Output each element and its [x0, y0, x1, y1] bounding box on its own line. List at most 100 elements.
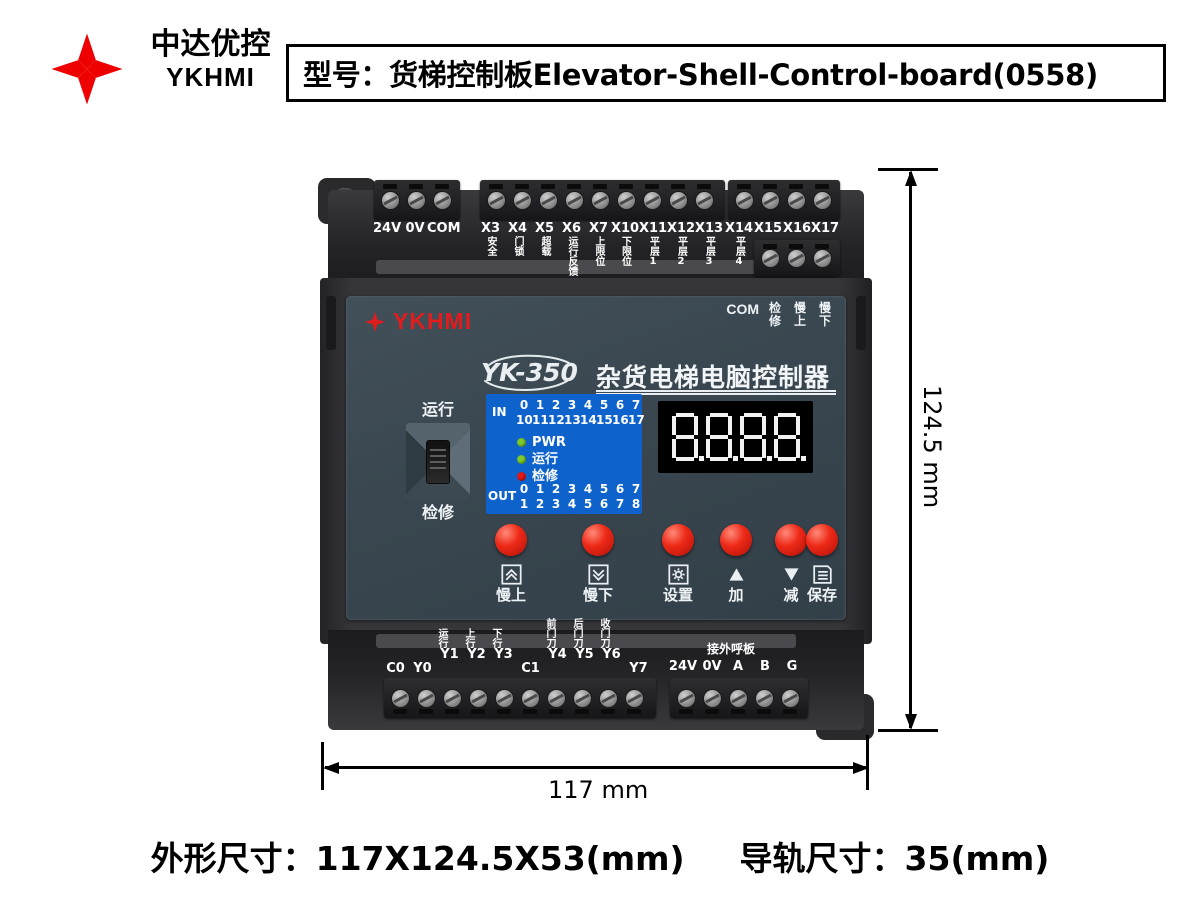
vent-slot-left — [326, 296, 336, 350]
terminal-label-y1: 运行 Y1 — [436, 628, 459, 662]
chevrons-up-boxed-icon — [490, 561, 532, 587]
increase-button-cap[interactable] — [720, 524, 752, 556]
terminal-label-x3: X3 安全 — [480, 221, 501, 257]
terminal-label-y2: 上行 Y2 — [463, 628, 486, 662]
terminal-label-x4: X4 门锁 — [507, 221, 528, 257]
terminal-label-b: B — [760, 659, 770, 674]
out-row-1-8: 1 2 3 4 5 6 7 8 — [519, 497, 641, 511]
switch-label-inspect: 检修 — [421, 503, 454, 522]
setting-button-cap[interactable] — [662, 524, 694, 556]
terminal-screw[interactable] — [783, 180, 809, 220]
terminal-screw[interactable] — [439, 678, 465, 718]
terminal-screw[interactable] — [517, 678, 543, 718]
decrease-button[interactable]: 减 — [770, 524, 812, 604]
terminal-screw[interactable] — [751, 678, 777, 718]
terminal-label-c0: C0 — [386, 661, 405, 676]
slow-up-button-cap[interactable] — [495, 524, 527, 556]
terminal-screw[interactable] — [725, 678, 751, 718]
switch-lever[interactable] — [427, 441, 449, 483]
brand-name-en: YKHMI — [166, 62, 255, 92]
out-row-0-7: 0 1 2 3 4 5 6 7 — [519, 482, 641, 496]
terminal-screw[interactable] — [777, 678, 803, 718]
terminal-screw[interactable] — [465, 678, 491, 718]
terminal-label-x10: X10 下限位 — [610, 221, 640, 267]
terminal-label-com: COM — [427, 221, 461, 236]
terminal-screw[interactable] — [595, 678, 621, 718]
slow-up-button-label: 慢上 — [495, 586, 526, 604]
terminal-block-relay-com[interactable] — [754, 240, 840, 276]
terminal-note-external-call-board: 接外呼板 — [706, 642, 755, 656]
in-row-10-17: 10 11 12 13 14 15 16 17 — [516, 413, 645, 427]
terminal-screw[interactable] — [377, 180, 403, 220]
terminal-screw[interactable] — [613, 180, 639, 220]
slow-down-button[interactable]: 慢下 — [577, 524, 619, 604]
increase-button[interactable]: 加 — [715, 524, 757, 604]
terminal-screw[interactable] — [783, 240, 809, 276]
save-button-cap[interactable] — [806, 524, 838, 556]
terminal-screw[interactable] — [413, 678, 439, 718]
terminal-screw[interactable] — [757, 180, 783, 220]
gear-boxed-icon — [657, 561, 699, 587]
chevrons-down-boxed-icon — [577, 561, 619, 587]
terminal-label-x14: X14 平层4 — [724, 221, 754, 268]
terminal-screw[interactable] — [639, 180, 665, 220]
led-dot-inspect — [517, 472, 526, 481]
decrease-button-cap[interactable] — [775, 524, 807, 556]
terminal-screw[interactable] — [509, 180, 535, 220]
terminal-screw[interactable] — [809, 240, 835, 276]
toggle-switch-icon[interactable] — [406, 423, 470, 501]
seven-segment-display — [658, 401, 813, 473]
terminal-screw[interactable] — [757, 240, 783, 276]
terminal-block-inputs-x14-x17[interactable] — [728, 180, 840, 220]
button-row: 慢上 慢下 — [346, 524, 846, 614]
terminal-screw[interactable] — [483, 180, 509, 220]
dim-width-arrow-left — [323, 762, 339, 774]
terminal-label-y5: 后门刀 Y5 — [571, 618, 594, 662]
page-header: 中达优控 YKHMI 型号：货梯控制板Elevator-Shell-Contro… — [0, 0, 1200, 130]
led-inspect: 检修 — [517, 468, 566, 485]
brand-logo: 中达优控 YKHMI — [38, 28, 278, 108]
terminal-screw[interactable] — [587, 180, 613, 220]
terminal-label-x13: X13 平层3 — [694, 221, 724, 268]
dim-width-ext-right — [866, 735, 869, 790]
terminal-screw[interactable] — [621, 678, 647, 718]
terminal-block-outputs[interactable] — [384, 678, 656, 718]
setting-button[interactable]: 设置 — [657, 524, 699, 604]
terminal-block-inputs-x3-x13[interactable] — [480, 180, 725, 220]
slow-up-button[interactable]: 慢上 — [490, 524, 532, 604]
save-button-label: 保存 — [806, 586, 837, 604]
dim-width-arrow-right — [853, 762, 869, 774]
model-branding: YK-350 杂货电梯电脑控制器 — [481, 354, 836, 400]
terminal-block-comms[interactable] — [670, 678, 808, 718]
slow-down-button-cap[interactable] — [582, 524, 614, 556]
io-indicator-panel: IN OUT 0 1 2 3 4 5 6 7 10 11 12 13 14 15… — [486, 394, 645, 514]
terminal-block-power-in[interactable] — [374, 180, 460, 220]
terminal-label-0v-bottom: 0V — [702, 659, 722, 674]
terminal-screw[interactable] — [403, 180, 429, 220]
increase-button-label: 加 — [728, 586, 744, 604]
save-button[interactable]: 保存 — [801, 524, 843, 604]
terminal-screw[interactable] — [809, 180, 835, 220]
terminal-screw[interactable] — [665, 180, 691, 220]
decrease-button-label: 减 — [783, 586, 799, 604]
terminal-screw[interactable] — [429, 180, 455, 220]
io-tag-out: OUT — [488, 489, 517, 503]
terminal-screw[interactable] — [699, 678, 725, 718]
run-inspect-switch[interactable]: 运行 检修 — [396, 400, 480, 532]
terminal-label-x5: X5 超载 — [534, 221, 555, 257]
terminal-screw[interactable] — [569, 678, 595, 718]
terminal-screw[interactable] — [561, 180, 587, 220]
outline-dimension-label: 外形尺寸：117X124.5X53(mm) — [150, 839, 685, 878]
terminal-screw[interactable] — [731, 180, 757, 220]
terminal-screw[interactable] — [673, 678, 699, 718]
terminal-screw[interactable] — [535, 180, 561, 220]
terminal-screw[interactable] — [543, 678, 569, 718]
terminal-label-y4: 前门刀 Y4 — [544, 618, 567, 662]
terminal-screw[interactable] — [387, 678, 413, 718]
legend-inspect: 检 修 — [768, 301, 781, 328]
footer-specs: 外形尺寸：117X124.5X53(mm) 导轨尺寸：35(mm) — [0, 832, 1200, 880]
page-title: 型号：货梯控制板Elevator-Shell-Control-board(055… — [303, 58, 1098, 92]
terminal-screw[interactable] — [691, 180, 717, 220]
terminal-label-y0: Y0 — [413, 661, 432, 676]
terminal-screw[interactable] — [491, 678, 517, 718]
